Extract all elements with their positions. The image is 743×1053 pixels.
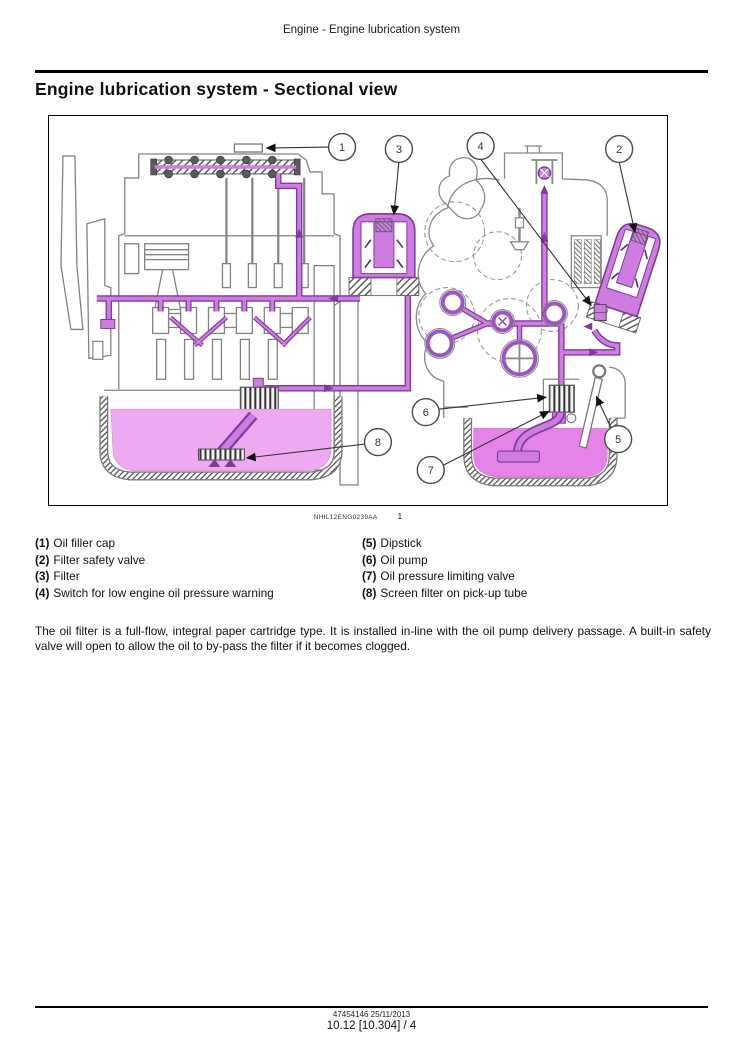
pressure-switch xyxy=(593,303,607,322)
dipstick xyxy=(578,364,607,449)
callout-7 xyxy=(416,455,445,485)
svg-text:1: 1 xyxy=(339,142,345,154)
leader-2 xyxy=(618,161,638,234)
body-paragraph: The oil filter is a full-flow, integral … xyxy=(35,623,711,654)
callout-1 xyxy=(327,132,357,162)
leader-3 xyxy=(390,161,400,216)
callout-8 xyxy=(363,427,393,457)
leader-5 xyxy=(595,395,612,429)
footer-doc-ref: 47454146 25/11/2013 xyxy=(332,1010,411,1019)
footer-page-ref: 10.12 [10.304] / 4 xyxy=(326,1020,417,1032)
oil-pump-right xyxy=(542,378,580,416)
oil-cooler xyxy=(570,235,602,289)
legend-item: (4)Switch for low engine oil pressure wa… xyxy=(35,585,274,600)
leader-4 xyxy=(480,158,592,306)
left-oil-gallery xyxy=(92,173,412,393)
callout-numbers: 1 3 4 2 6 8 7 5 xyxy=(339,141,622,477)
callout-3 xyxy=(384,134,414,164)
footer-rule xyxy=(35,1006,708,1008)
rocker-shaft xyxy=(150,155,301,179)
oil-filter-3 xyxy=(348,213,420,297)
right-oil-circuit xyxy=(424,166,621,386)
figure-caption: NHIL12ENG0239AA 1 xyxy=(48,511,668,521)
sump-right xyxy=(463,411,618,487)
callout-6 xyxy=(411,398,440,427)
figure-code: NHIL12ENG0239AA xyxy=(313,514,378,521)
running-header: Engine - Engine lubrication system xyxy=(282,24,461,36)
callout-2 xyxy=(605,134,634,164)
callout-4 xyxy=(466,131,495,161)
header-rule xyxy=(35,70,708,73)
legend-item: (6)Oil pump xyxy=(362,552,428,567)
svg-text:4: 4 xyxy=(478,141,484,153)
figure-number: 1 xyxy=(397,511,403,521)
leader-7 xyxy=(441,410,550,467)
legend-item: (1)Oil filler cap xyxy=(35,536,116,550)
legend-column-left: (1)Oil filler cap (2)Filter safety valve… xyxy=(35,535,355,601)
legend-item: (7)Oil pressure limiting valve xyxy=(362,569,515,584)
right-engine-section xyxy=(415,145,626,419)
callout-circles xyxy=(327,131,634,485)
legend-column-right: (5)Dipstick (6)Oil pump (7)Oil pressure … xyxy=(362,535,702,601)
callout-5 xyxy=(604,424,633,454)
legend-item: (8)Screen filter on pick-up tube xyxy=(362,585,528,600)
leader-8 xyxy=(245,443,366,462)
legend-item: (5)Dipstick xyxy=(362,536,422,550)
svg-text:8: 8 xyxy=(375,437,381,449)
leader-1 xyxy=(265,143,330,153)
oil-filler-cap xyxy=(233,143,263,153)
legend-item: (3)Filter xyxy=(35,569,80,584)
figure-diagram: 1 3 4 2 6 8 7 5 xyxy=(60,131,661,487)
page-title: Engine lubrication system - Sectional vi… xyxy=(35,79,398,99)
svg-text:7: 7 xyxy=(428,465,434,477)
sump-left xyxy=(99,396,343,481)
figure-box: 1 3 4 2 6 8 7 5 xyxy=(48,115,668,506)
svg-text:2: 2 xyxy=(616,144,622,156)
svg-text:5: 5 xyxy=(615,434,621,446)
leader-lines xyxy=(245,143,638,467)
leader-6 xyxy=(438,393,547,410)
svg-text:3: 3 xyxy=(396,144,402,156)
pickup-screen xyxy=(197,448,245,467)
legend-item: (2)Filter safety valve xyxy=(35,552,146,567)
svg-text:6: 6 xyxy=(423,407,429,419)
